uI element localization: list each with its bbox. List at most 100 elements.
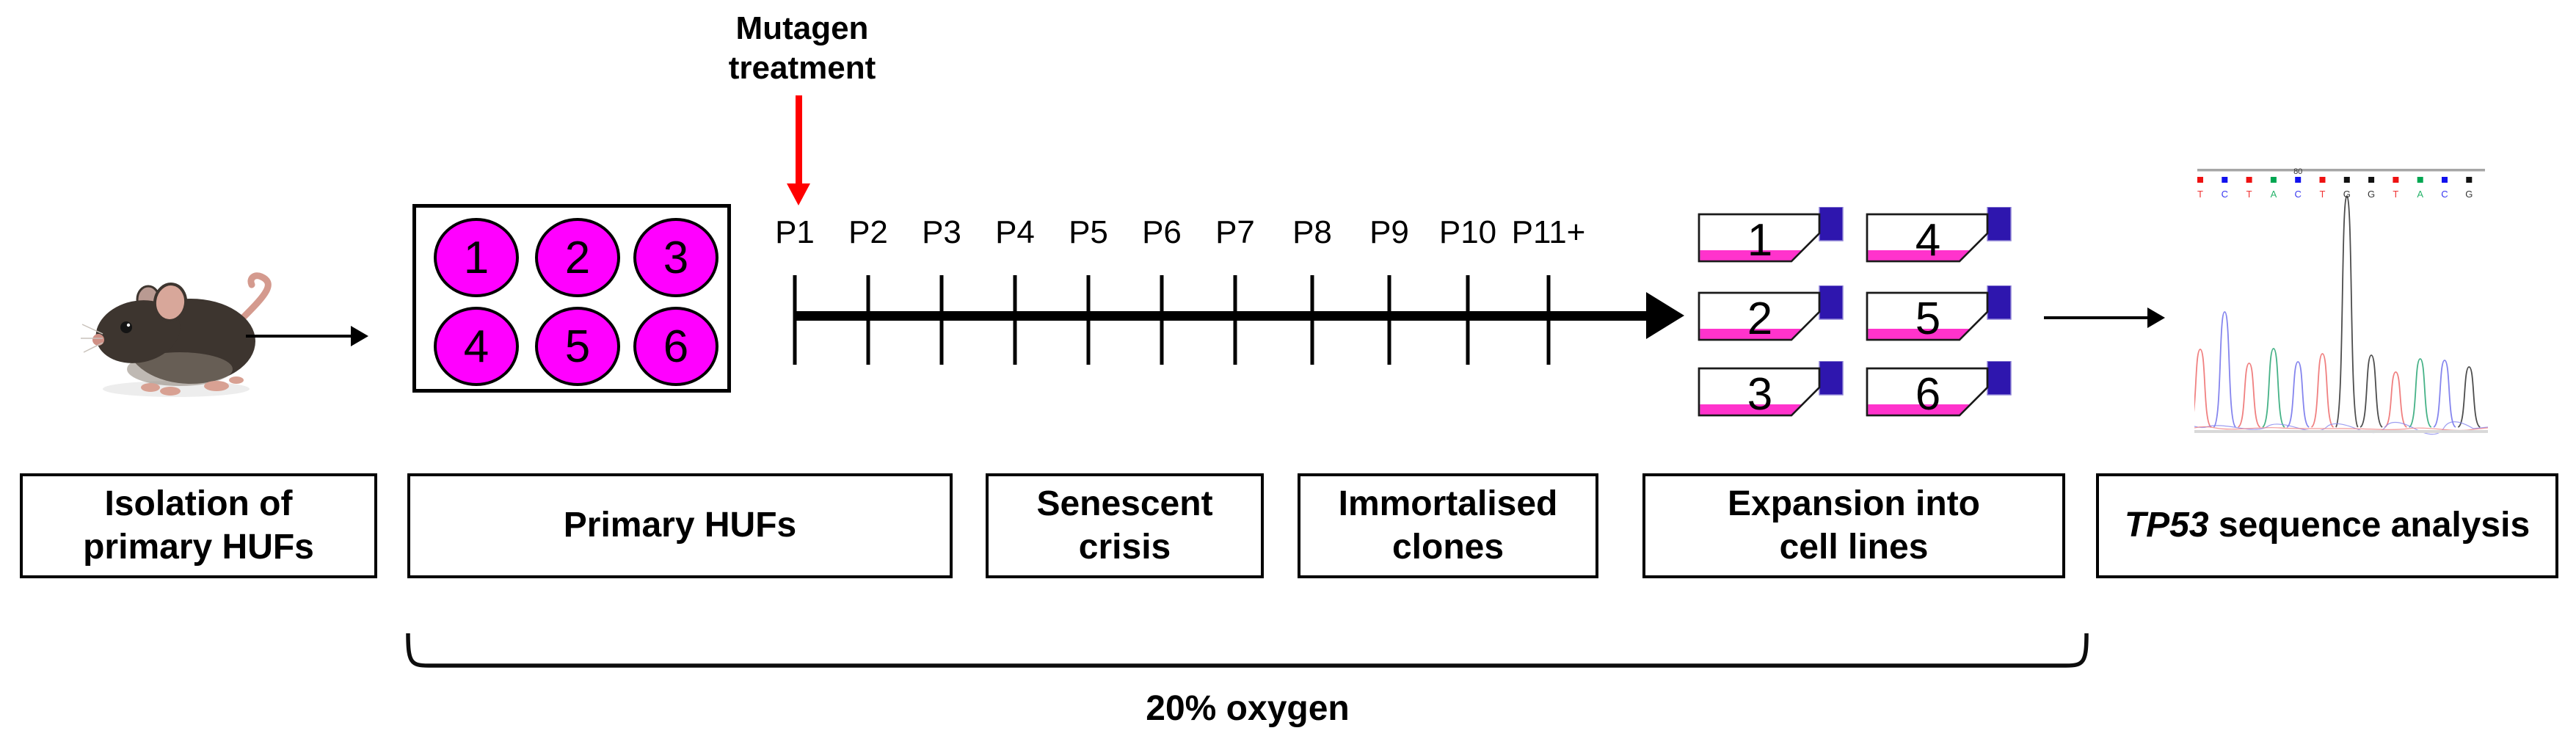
trace-peak-7 [2335, 195, 2359, 428]
base-letter: G [2343, 189, 2351, 200]
passage-label-P3: P3 [922, 214, 961, 250]
mouse-image [81, 272, 272, 397]
culture-flask-4: 4 [1866, 207, 2012, 266]
mouse-whiskers [81, 324, 103, 353]
base-letter: A [2417, 189, 2423, 200]
flask-number: 5 [1915, 294, 1940, 344]
timeline-tick-P8 [1310, 275, 1314, 365]
plate-well-1: 1 [434, 218, 519, 297]
base-letter: T [2246, 189, 2252, 200]
mouse-nose [92, 334, 104, 346]
culture-flask-3: 3 [1698, 361, 1844, 420]
culture-flask-1: 1 [1698, 207, 1844, 266]
timeline-tick-P10 [1466, 275, 1470, 365]
timeline-tick-P4 [1013, 275, 1017, 365]
mouse-tail [240, 272, 272, 321]
base-letter: T [2320, 189, 2326, 200]
timeline-tick-P7 [1233, 275, 1237, 365]
flask-media [1700, 404, 1802, 415]
passage-label-P8: P8 [1292, 214, 1332, 250]
passage-label-P1: P1 [775, 214, 815, 250]
baseline-red [2194, 426, 2488, 432]
base-square [2246, 177, 2252, 183]
mutagen-treatment-label: Mutagen treatment [728, 10, 876, 86]
timeline-tick-P11+ [1546, 275, 1551, 365]
oxygen-label: 20% oxygen [1146, 689, 1350, 728]
passage-label-P11+: P11+ [1511, 214, 1586, 250]
flask-number: 1 [1747, 215, 1772, 266]
flask-number: 6 [1915, 369, 1940, 420]
timeline-line [795, 311, 1648, 321]
base-square [2222, 177, 2228, 183]
trace-peak-6 [2310, 353, 2335, 428]
culture-flask-5: 5 [1866, 285, 2012, 344]
tp53-rest: sequence analysis [2208, 506, 2530, 545]
base-letter: G [2465, 189, 2473, 200]
trace-peak-9 [2384, 371, 2408, 428]
base-square [2319, 177, 2326, 183]
trace-peak-2 [2213, 311, 2237, 428]
flask-number: 3 [1747, 369, 1772, 420]
timeline-tick-P1 [793, 275, 797, 365]
flask-number: 4 [1915, 215, 1940, 266]
box-tp53-analysis: TP53 sequence analysis [2096, 473, 2558, 578]
base-square [2417, 177, 2423, 183]
timeline-arrow-head [1646, 292, 1684, 339]
passage-label-P5: P5 [1069, 214, 1108, 250]
base-square [2442, 177, 2448, 183]
flask-cap [1987, 361, 2012, 396]
passage-label-P2: P2 [848, 214, 888, 250]
flask-cap [1987, 207, 2012, 241]
passage-label-P10: P10 [1438, 214, 1497, 250]
trace-peak-11 [2433, 360, 2456, 428]
base-square [2466, 177, 2473, 183]
base-square [2295, 177, 2302, 183]
trace-peak-8 [2359, 354, 2383, 428]
trace-peak-4 [2262, 348, 2285, 428]
flask-media [1700, 250, 1802, 261]
base-square [2368, 177, 2375, 183]
position-label: 80 [2293, 167, 2302, 176]
timeline-tick-P5 [1086, 275, 1091, 365]
trace-peak-12 [2457, 366, 2481, 428]
base-letter: T [2197, 189, 2203, 200]
trace-peak-1 [2194, 349, 2212, 428]
flask-media [1868, 250, 1971, 261]
timeline-tick-P6 [1160, 275, 1164, 365]
base-letter: T [2393, 189, 2398, 200]
base-letter: G [2368, 189, 2375, 200]
chromatogram-top-rule [2197, 169, 2485, 172]
passage-label-P7: P7 [1215, 214, 1255, 250]
flask-cap [1819, 361, 1844, 396]
mouse-to-plate-arrow-head [351, 326, 368, 346]
base-letter: C [2295, 189, 2302, 200]
base-square [2393, 177, 2399, 183]
mouse-belly [127, 352, 233, 386]
culture-flask-6: 6 [1866, 361, 2012, 420]
culture-flask-2: 2 [1698, 285, 1844, 344]
oxygen-bracket [406, 633, 2089, 668]
flask-cap [1987, 285, 2012, 320]
timeline-tick-P3 [939, 275, 944, 365]
flask-media [1868, 329, 1971, 339]
timeline-tick-P2 [866, 275, 870, 365]
flask-cap [1819, 207, 1844, 241]
flask-media [1700, 329, 1802, 339]
base-square [2343, 177, 2350, 183]
passage-label-P6: P6 [1142, 214, 1182, 250]
plate-well-2: 2 [535, 218, 620, 297]
passage-label-P9: P9 [1369, 214, 1409, 250]
plate-well-6: 6 [633, 307, 718, 386]
passage-label-P4: P4 [995, 214, 1035, 250]
tp53-gene-name: TP53 [2124, 506, 2209, 545]
mouse-feet [141, 376, 244, 396]
mouse-eye-glint [126, 323, 131, 327]
trace-peak-3 [2237, 363, 2261, 428]
flask-cap [1819, 285, 1844, 320]
flasks-to-sequence-arrow-line [2044, 316, 2148, 319]
